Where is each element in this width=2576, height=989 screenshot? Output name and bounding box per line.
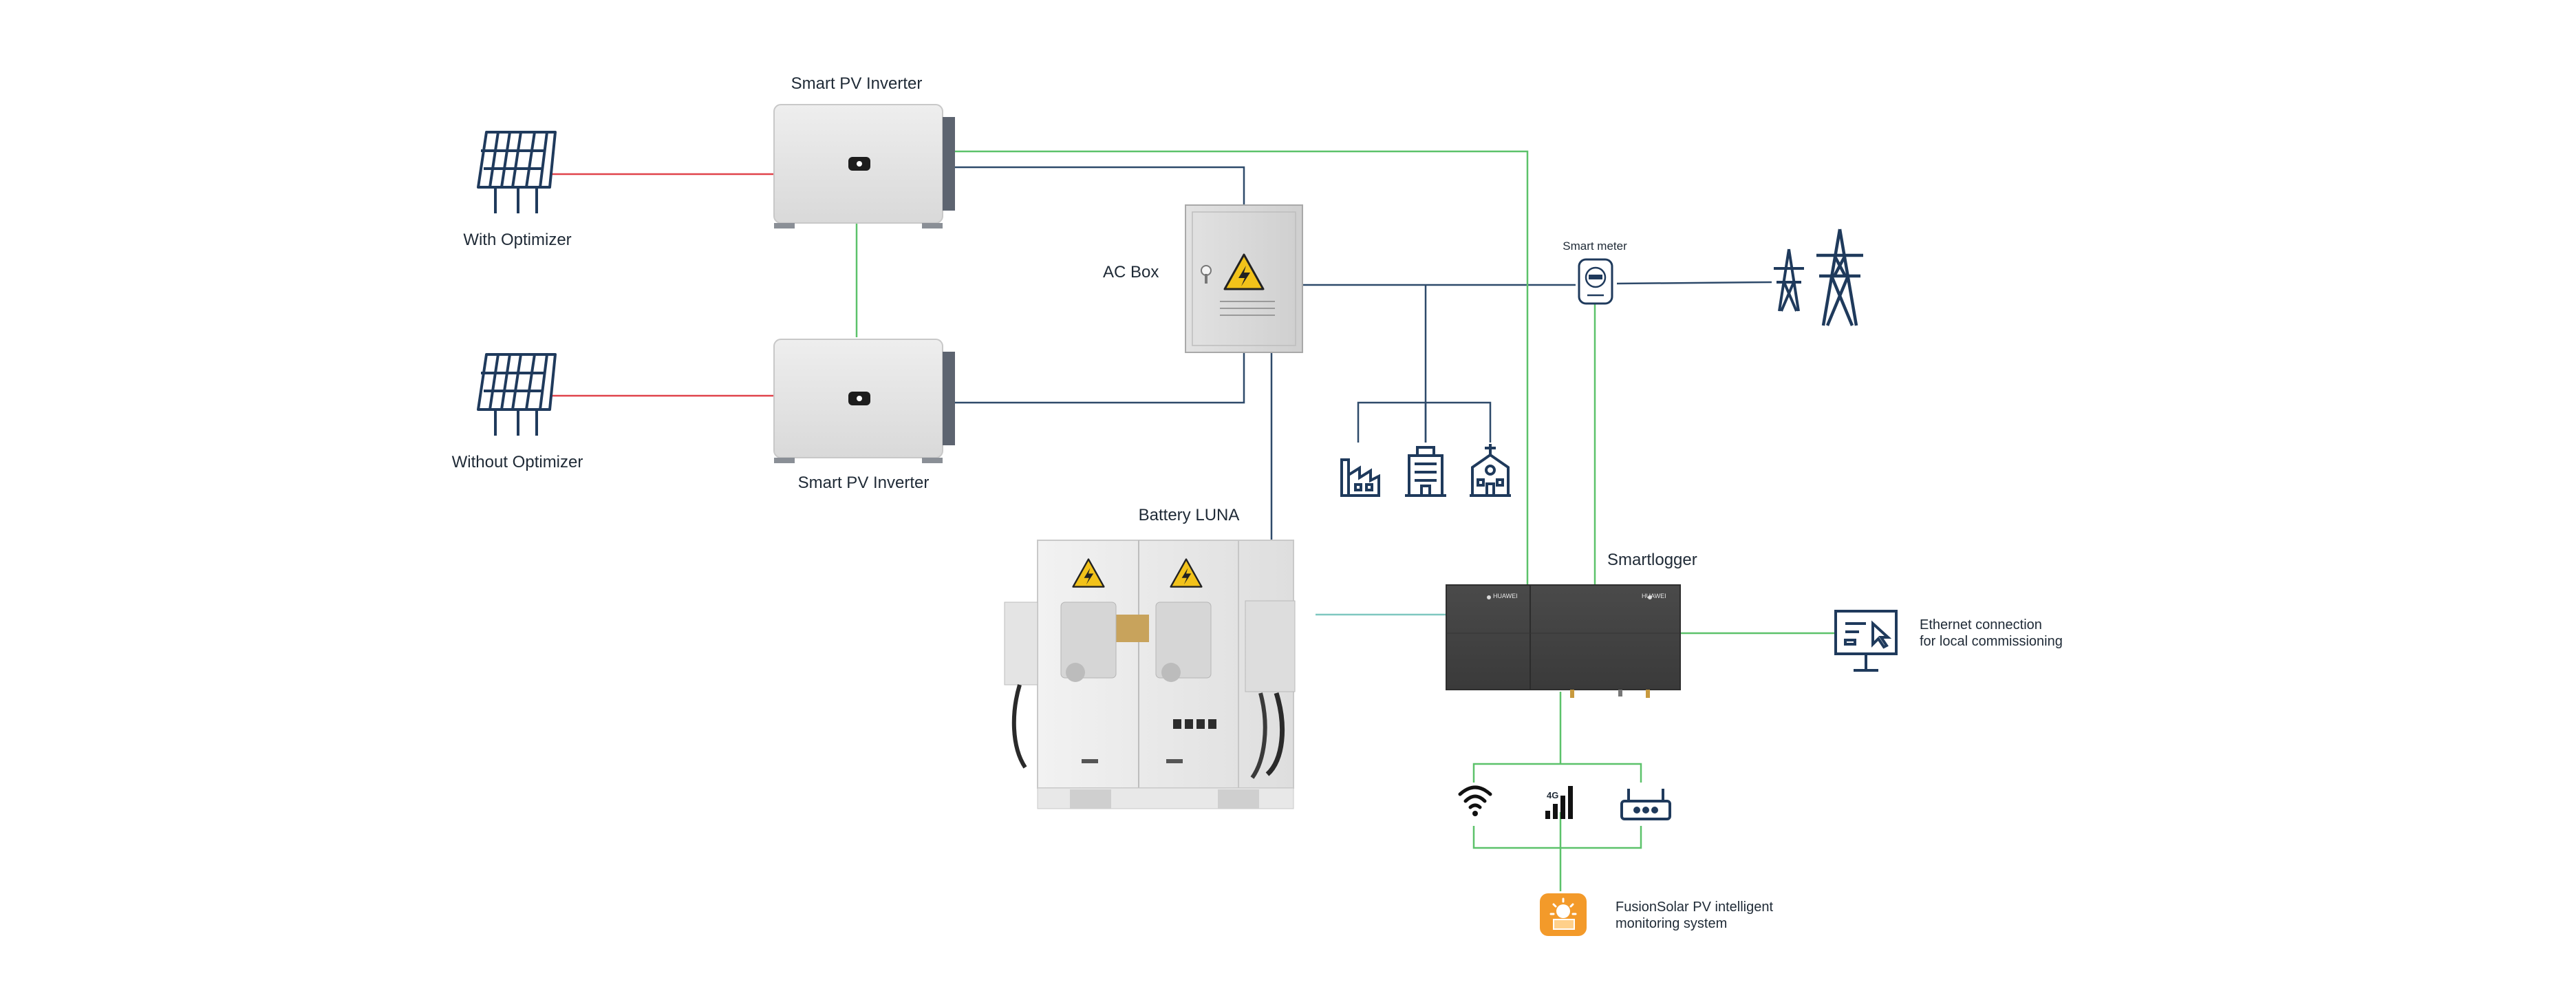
- factory-icon: [1340, 458, 1380, 497]
- router-icon: [1620, 789, 1671, 820]
- ac-box-icon: [1185, 204, 1303, 353]
- logger-brand-label: HUAWEI: [1493, 593, 1518, 599]
- fusionsolar-label-line1: FusionSolar PV intelligent: [1616, 900, 1774, 915]
- fusionsolar-label-line2: monitoring system: [1616, 916, 1728, 931]
- inverter-device: [773, 104, 955, 228]
- comm-line-inverter-logger: [953, 150, 1529, 585]
- smart-meter-icon: [1578, 258, 1613, 305]
- inverter-device: [773, 339, 955, 463]
- ac-line-inverter2-acbox: [953, 352, 1245, 404]
- smart-meter-label: Smart meter: [1563, 240, 1627, 253]
- ac-box-label: AC Box: [1103, 263, 1159, 281]
- comm-lines: [855, 150, 1836, 891]
- smartlogger-device: [1446, 584, 1681, 698]
- battery-cabinet: [1004, 540, 1296, 809]
- comm-line-network-top: [1472, 763, 1642, 783]
- ethernet-label-line2: for local commissioning: [1920, 634, 2063, 649]
- solar-panel-icon: [477, 353, 557, 436]
- with-optimizer-label: With Optimizer: [463, 231, 572, 249]
- monitor-icon: [1834, 610, 1898, 672]
- office-building-icon: [1405, 446, 1446, 497]
- signal-4g-icon: [1545, 786, 1573, 819]
- ac-lines: [953, 166, 1772, 540]
- ac-line-inverter1-acbox: [953, 166, 1245, 205]
- solar-panel-icon: [477, 131, 557, 213]
- cursor-icon: [1871, 620, 1892, 649]
- ac-line-meter-grid: [1616, 281, 1772, 285]
- dc-lines: [550, 173, 781, 397]
- ethernet-label-line1: Ethernet connection: [1920, 617, 2042, 632]
- without-optimizer-label: Without Optimizer: [451, 453, 583, 471]
- hospital-icon: [1470, 444, 1511, 497]
- battery-label: Battery LUNA: [1138, 506, 1240, 524]
- transmission-tower-icon: [1774, 248, 1804, 312]
- fusionsolar-app-icon: [1540, 893, 1587, 936]
- smartlogger-label: Smartlogger: [1607, 551, 1697, 569]
- inverter-bottom-label: Smart PV Inverter: [797, 474, 930, 492]
- transmission-tower-icon: [1816, 228, 1863, 326]
- network-4g-label: 4G: [1547, 790, 1559, 800]
- ac-line-loads-bus: [1357, 401, 1492, 443]
- wifi-icon: [1458, 785, 1492, 816]
- inverter-top-label: Smart PV Inverter: [791, 74, 923, 93]
- comm-line-network-bottom: [1472, 826, 1642, 849]
- logger-brand-label-2: HUAWEI: [1642, 593, 1666, 599]
